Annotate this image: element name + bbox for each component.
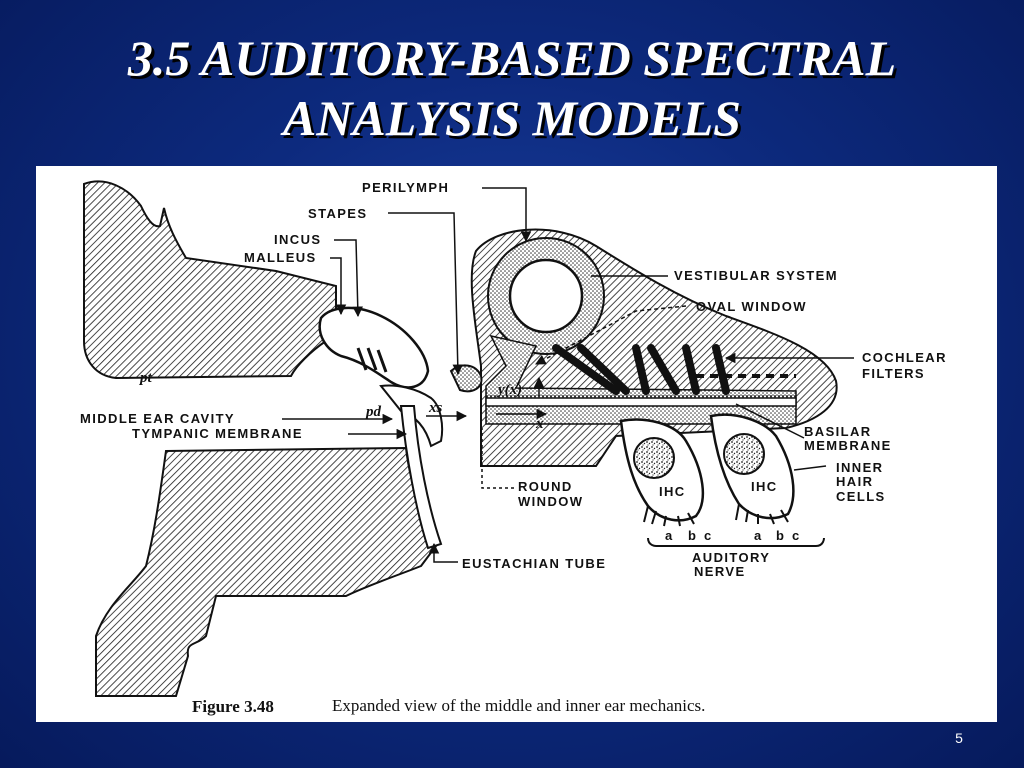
ihc-1-nucleus <box>633 437 675 479</box>
symbol-p-t: pt <box>138 370 153 386</box>
label-inner-hair-cells-1: INNER <box>836 460 883 475</box>
label-basilar-membrane-2: MEMBRANE <box>804 438 892 453</box>
basilar-membrane <box>485 397 797 407</box>
label-perilymph: PERILYMPH <box>362 180 449 195</box>
slide-title-line-2: ANALYSIS MODELS <box>283 90 741 146</box>
label-ihc-1: IHC <box>659 484 686 499</box>
label-fiber-a-1: a <box>665 528 674 543</box>
ossicle-hatching <box>356 347 388 373</box>
label-oval-window: OVAL WINDOW <box>696 299 807 314</box>
page-number: 5 <box>955 730 963 746</box>
label-cochlear-filters-1: COCHLEAR <box>862 350 947 365</box>
lower-bone-hatched <box>95 446 438 697</box>
upper-bone-hatched <box>83 180 337 380</box>
label-inner-hair-cells-2: HAIR <box>836 474 873 489</box>
label-fiber-c-1: c <box>704 528 713 543</box>
label-auditory-nerve-2: NERVE <box>694 564 746 579</box>
label-eustachian-tube: EUSTACHIAN TUBE <box>462 556 606 571</box>
label-round-window-1: ROUND <box>518 479 573 494</box>
ihc-2-nucleus <box>723 433 765 475</box>
symbol-p-d: pd <box>364 404 382 420</box>
label-vestibular-system: VESTIBULAR SYSTEM <box>674 268 838 283</box>
symbol-x: x <box>535 416 544 432</box>
leader-lines <box>282 187 854 563</box>
slide-title-line-1: 3.5 AUDITORY-BASED SPECTRAL <box>127 30 897 86</box>
label-tympanic-membrane: TYMPANIC MEMBRANE <box>132 426 303 441</box>
label-auditory-nerve-1: AUDITORY <box>692 550 770 565</box>
nerve-fibers <box>643 503 789 527</box>
label-round-window-2: WINDOW <box>518 494 583 509</box>
label-incus: INCUS <box>274 232 321 247</box>
label-fiber-a-2: a <box>754 528 763 543</box>
auditory-nerve-bracket <box>647 537 825 547</box>
label-fiber-b-1: b <box>688 528 697 543</box>
stapes <box>449 364 483 393</box>
ear-diagram: PERILYMPH STAPES INCUS MALLEUS VESTIBULA… <box>80 180 947 716</box>
cochlear-filter-strokes <box>552 344 730 395</box>
label-fiber-c-2: c <box>792 528 801 543</box>
malleus-incus <box>318 306 430 389</box>
figure-caption-number: Figure 3.48 <box>192 697 274 716</box>
label-cochlear-filters-2: FILTERS <box>862 366 925 381</box>
label-fiber-b-2: b <box>776 528 785 543</box>
symbol-y-x: y(x) <box>496 382 522 398</box>
ear-mechanics-figure: PERILYMPH STAPES INCUS MALLEUS VESTIBULA… <box>36 166 997 722</box>
label-ihc-2: IHC <box>751 479 778 494</box>
label-inner-hair-cells-3: CELLS <box>836 489 886 504</box>
label-basilar-membrane-1: BASILAR <box>804 424 872 439</box>
label-middle-ear-cavity: MIDDLE EAR CAVITY <box>80 411 235 426</box>
symbol-x-s: xs <box>428 400 443 416</box>
label-stapes: STAPES <box>308 206 367 221</box>
slide-title: 3.5 AUDITORY-BASED SPECTRAL ANALYSIS MOD… <box>0 28 1024 148</box>
figure-caption-text: Expanded view of the middle and inner ea… <box>332 696 705 715</box>
label-malleus: MALLEUS <box>244 250 317 265</box>
